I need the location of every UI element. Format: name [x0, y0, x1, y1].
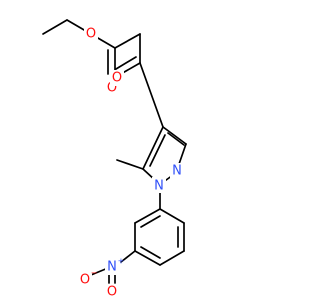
atom-ketone-oxygen: O [112, 71, 122, 86]
charge-nitro-n: + [118, 257, 125, 266]
atom-carbonyl-oxygen: O [107, 81, 117, 96]
bond-ar-3 [159, 250, 185, 266]
atom-pyrazole-n2: N [172, 164, 182, 179]
bond-carbonyl-c-ch2 [114, 33, 141, 49]
bond-layer [42, 19, 187, 284]
bond-c4-c3-inner [167, 132, 185, 146]
atom-nitro-oxygen-right: O [107, 285, 117, 300]
atom-pyrazole-n1: N [154, 179, 164, 194]
bond-ar-6 [134, 208, 161, 224]
atom-nitro-n: N [107, 260, 117, 275]
charge-nitro-oxygen-left: − [91, 269, 98, 278]
bond-ar-nitro-n [120, 250, 136, 263]
bond-ar-4-inner [140, 246, 161, 259]
bond-ketone-c-ring [139, 62, 164, 128]
molecule-structure: O O O N N N + O − O [42, 19, 187, 300]
bond-c5-c4 [142, 126, 164, 170]
bond-ketone-c-o-double-b [115, 56, 137, 70]
atom-nitro-oxygen-left: O [80, 273, 90, 288]
bond-ch3-ch2 [42, 19, 68, 35]
bond-ar-6-inner [140, 215, 161, 228]
atom-label-layer: O O O N N N + O − O [78, 26, 184, 300]
bond-ar-1 [159, 208, 185, 224]
bond-c5-c4-inner [149, 134, 166, 167]
bond-c5-methyl [116, 159, 144, 170]
bond-c4-c3 [162, 126, 187, 145]
bond-ar-4 [134, 250, 161, 266]
atom-ester-oxygen: O [86, 27, 96, 42]
